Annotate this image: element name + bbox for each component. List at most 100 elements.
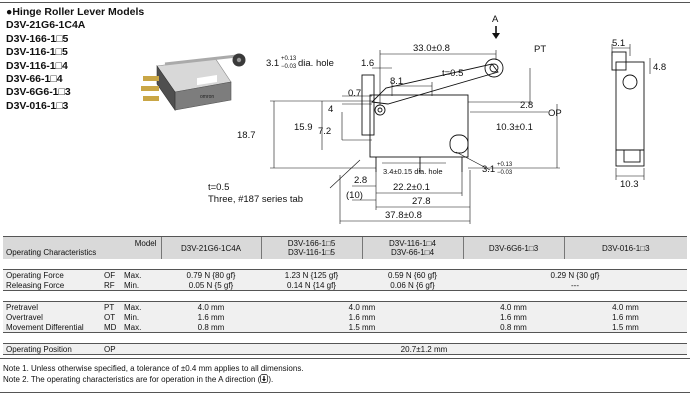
dim-hole-tol-plus: +0.13	[281, 56, 297, 62]
dim-4: 4	[328, 104, 333, 115]
row-label: Operating Force	[3, 269, 101, 280]
models-title: ●Hinge Roller Lever Models	[6, 6, 145, 18]
dim-tab: Three, #187 series tab	[208, 194, 303, 205]
row-label: Movement Differential	[3, 322, 101, 333]
table-cell: 0.29 N {30 gf}	[463, 269, 687, 280]
arrow-down-icon	[492, 33, 500, 39]
table-cell: 0.8 mm	[161, 322, 261, 333]
notes: Note 1. Unless otherwise specified, a to…	[3, 363, 304, 386]
row-abbr: MD	[101, 322, 121, 333]
row-abbr: PT	[101, 301, 121, 312]
dimension-drawing: A	[208, 14, 666, 224]
note-2-text: Note 2. The operating characteristics ar…	[3, 375, 261, 385]
row-qualifier: Min.	[121, 312, 161, 322]
dim-bottom-hole: 3.4±0.15 dia. hole	[383, 167, 443, 176]
dim-1-6: 1.6	[361, 58, 374, 69]
row-abbr: RF	[101, 280, 121, 291]
row-abbr: OP	[101, 343, 121, 355]
table-cell: 4.0 mm	[463, 301, 564, 312]
row-label: Pretravel	[3, 301, 101, 312]
dim-10-3-right: 10.3±0.1	[496, 122, 533, 133]
photo-brand-label: omron	[200, 94, 214, 100]
model-name: D3V-116-1□4	[6, 59, 68, 72]
top-rule	[0, 2, 690, 3]
row-label: Overtravel	[3, 312, 101, 322]
model-name: D3V-66-1□4	[6, 73, 63, 86]
dim-10-3-side: 10.3	[620, 179, 639, 190]
note-2-tail: ).	[268, 375, 274, 385]
models-list: ●Hinge Roller Lever Models D3V-21G6-1C4A…	[6, 6, 144, 113]
table-row: Overtravel OT Min. 1.6 mm 1.6 mm 1.6 mm …	[3, 312, 687, 322]
table-cell: 1.6 mm	[564, 312, 687, 322]
model-name: D3V-116-1□5	[6, 46, 68, 59]
column-model-line: D3V-016-1□3	[601, 243, 650, 253]
dim-22-2: 22.2±0.1	[393, 182, 430, 193]
note-2: Note 2. The operating characteristics ar…	[3, 374, 304, 386]
spec-table: Model Operating Characteristics D3V-21G6…	[3, 236, 687, 355]
table-cell: 1.6 mm	[261, 312, 463, 322]
column-model: D3V-016-1□3	[563, 236, 687, 259]
dim-0-7: 0.7	[348, 88, 361, 99]
dim-hole-tol-minus: −0.03	[281, 64, 297, 70]
product-photo: omron	[141, 53, 246, 111]
table-cell: 4.0 mm	[261, 301, 463, 312]
dim-2-8-bottom: 2.8	[354, 175, 367, 186]
row-qualifier: Min.	[121, 280, 161, 291]
arrow-down-icon	[260, 374, 269, 386]
column-model-line: D3V-66-1□4	[390, 248, 435, 257]
row-qualifier: Max.	[121, 322, 161, 333]
dim-3-1-bottom-tol-minus: −0.03	[497, 170, 513, 176]
table-cell: 1.6 mm	[161, 312, 261, 322]
direction-label: A	[492, 14, 499, 25]
row-abbr: OT	[101, 312, 121, 322]
dim-hole: 3.1	[266, 58, 279, 69]
dim-7-2: 7.2	[318, 126, 331, 137]
table-row: Movement Differential MD Max. 0.8 mm 1.5…	[3, 322, 687, 333]
table-cell: 0.59 N {60 gf}	[362, 269, 463, 280]
dim-3-1-bottom: 3.1	[482, 164, 495, 175]
model-name: D3V-6G6-1□3	[6, 86, 71, 99]
characteristics-label: Operating Characteristics	[6, 248, 97, 257]
dim-10: (10)	[346, 190, 363, 201]
dim-hole-suffix: dia. hole	[298, 58, 334, 69]
dim-18-7: 18.7	[237, 130, 256, 141]
table-cell: 4.0 mm	[161, 301, 261, 312]
row-qualifier: Max.	[121, 301, 161, 312]
header-corner: Model Operating Characteristics	[3, 236, 161, 259]
notes-rule	[0, 358, 690, 359]
table-cell: 0.06 N {6 gf}	[362, 280, 463, 291]
dim-5-1: 5.1	[612, 38, 625, 49]
label-pt: PT	[534, 44, 546, 55]
table-row: Releasing Force RF Min. 0.05 N {5 gf} 0.…	[3, 280, 687, 291]
dim-4-8: 4.8	[653, 62, 666, 73]
table-cell: 1.5 mm	[261, 322, 463, 333]
table-cell: 20.7±1.2 mm	[161, 343, 687, 355]
table-cell: 1.6 mm	[463, 312, 564, 322]
column-model-line: D3V-116-1□4	[389, 239, 436, 248]
table-cell: 0.05 N {5 gf}	[161, 280, 261, 291]
table-cell: 0.8 mm	[463, 322, 564, 333]
dim-t05-top: t=0.5	[442, 68, 463, 79]
table-cell: 0.79 N {80 gf}	[161, 269, 261, 280]
row-label: Releasing Force	[3, 280, 101, 291]
table-cell: 0.14 N {14 gf}	[261, 280, 362, 291]
dim-27-8: 27.8	[412, 196, 431, 207]
model-name: D3V-21G6-1C4A	[6, 19, 86, 32]
table-row: Pretravel PT Max. 4.0 mm 4.0 mm 4.0 mm 4…	[3, 301, 687, 312]
dim-15-9: 15.9	[294, 122, 313, 133]
label-op: OP	[548, 108, 562, 119]
model-name: D3V-166-1□5	[6, 32, 69, 45]
table-cell: 1.5 mm	[564, 322, 687, 333]
column-model: D3V-6G6-1□3	[462, 236, 564, 259]
table-cell: 4.0 mm	[564, 301, 687, 312]
dim-width-33: 33.0±0.8	[413, 43, 450, 54]
table-cell: ---	[463, 280, 687, 291]
table-row: Operating Force OF Max. 0.79 N {80 gf} 1…	[3, 269, 687, 280]
row-abbr: OF	[101, 269, 121, 280]
column-model-line: D3V-6G6-1□3	[488, 243, 539, 253]
dim-3-1-bottom-tol-plus: +0.13	[497, 162, 513, 168]
row-label: Operating Position	[3, 343, 101, 355]
column-model: D3V-21G6-1C4A	[160, 236, 261, 259]
